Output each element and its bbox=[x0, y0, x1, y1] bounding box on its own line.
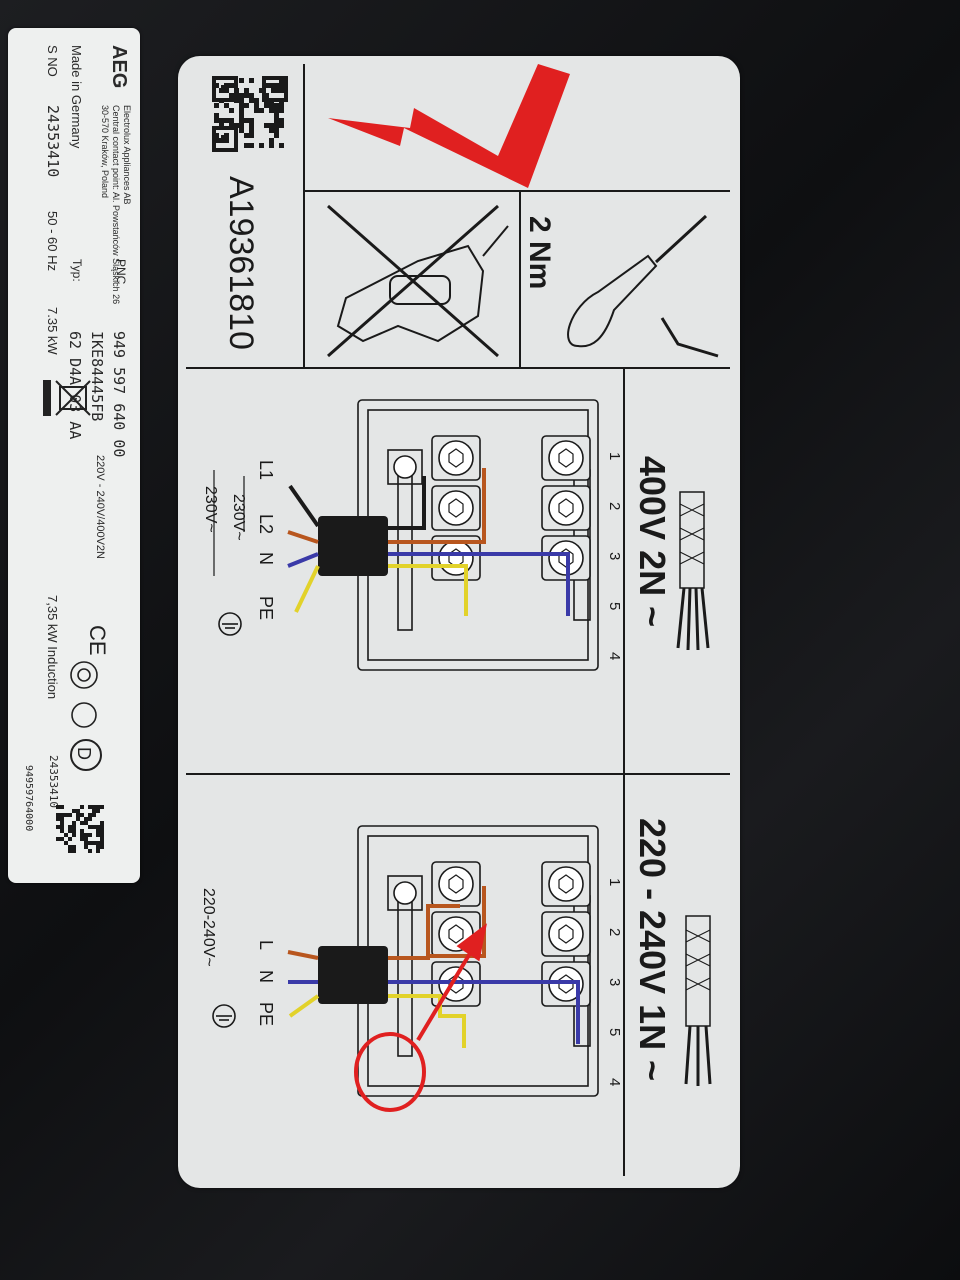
wire-label-l1: L1 bbox=[256, 460, 276, 480]
weee-bin-icon bbox=[43, 380, 91, 416]
wire-label-pe-220: PE bbox=[256, 1002, 276, 1026]
voltage-230v: 230V~ bbox=[230, 494, 247, 541]
torque-value: 2 Nm bbox=[523, 216, 556, 289]
cable-icon-400v bbox=[676, 491, 710, 651]
terminal-block-400v: 1 2 3 5 4 bbox=[357, 399, 623, 671]
terminal-number: 2 bbox=[606, 928, 623, 936]
terminal-number: 4 bbox=[606, 1078, 623, 1086]
terminal-number: 3 bbox=[606, 552, 623, 560]
wire-label-l2: L2 bbox=[256, 514, 276, 534]
terminal-screw bbox=[541, 435, 591, 481]
wire-label-l: L bbox=[256, 940, 276, 950]
wire-label-n-220: N bbox=[256, 970, 276, 983]
installation-label: A19361810 2 Nm 400V 2N ~ bbox=[178, 56, 740, 1188]
red-annotation bbox=[354, 923, 487, 1112]
ul-mark-icon bbox=[71, 702, 97, 728]
terminal-number: 4 bbox=[606, 652, 623, 660]
no-power-drill-icon bbox=[327, 204, 509, 358]
lightning-bolt-icon bbox=[328, 64, 570, 188]
ground-symbol-220v bbox=[212, 1004, 236, 1028]
wiring-400v bbox=[287, 468, 570, 616]
svg-text:CE: CE bbox=[85, 625, 110, 656]
bracket-lines-400v bbox=[213, 470, 245, 576]
rating-plate-text: AEG Electrolux Appliances AB Central con… bbox=[14, 35, 134, 875]
terminal-screw bbox=[541, 911, 591, 957]
cable-icon-220v bbox=[684, 915, 712, 1086]
label-grid bbox=[186, 64, 730, 1176]
terminal-screw bbox=[541, 861, 591, 907]
voltage-230v-outer: 230V~ bbox=[202, 486, 219, 533]
terminal-number: 5 bbox=[606, 1028, 623, 1036]
wire-label-pe: PE bbox=[256, 596, 276, 620]
earth-screw bbox=[393, 455, 417, 479]
terminal-number: 5 bbox=[606, 602, 623, 610]
d-mark-icon: D bbox=[70, 739, 102, 771]
terminal-number: 1 bbox=[606, 878, 623, 886]
ground-symbol-400v bbox=[218, 612, 242, 636]
datamatrix-code bbox=[56, 805, 104, 853]
terminal-screw bbox=[431, 861, 481, 907]
terminal-number: 2 bbox=[606, 502, 623, 510]
terminal-number: 1 bbox=[606, 452, 623, 460]
terminal-block-220v: 1 2 3 5 4 bbox=[357, 825, 623, 1097]
wire-label-n: N bbox=[256, 552, 276, 565]
terminal-screw bbox=[431, 485, 481, 531]
terminal-screw bbox=[431, 435, 481, 481]
installation-diagram: A19361810 2 Nm 400V 2N ~ bbox=[186, 64, 730, 1176]
terminal-number: 3 bbox=[606, 978, 623, 986]
rating-plate: AEG Electrolux Appliances AB Central con… bbox=[8, 28, 140, 883]
panel-220v-title: 220 - 240V 1N ~ bbox=[632, 818, 673, 1081]
svg-text:D: D bbox=[74, 747, 94, 760]
voltage-220-240v: 220-240V~ bbox=[200, 888, 217, 967]
label-code: A19361810 bbox=[222, 176, 260, 350]
rating-plate-marks: CE D bbox=[43, 380, 110, 853]
panel-400v-title: 400V 2N ~ bbox=[632, 456, 673, 627]
screwdriver-icon bbox=[567, 214, 708, 348]
qr-code bbox=[212, 76, 288, 152]
terminal-screw bbox=[541, 485, 591, 531]
approval-hex-icon bbox=[70, 661, 98, 689]
earth-screw bbox=[393, 881, 417, 905]
ce-mark-icon: CE bbox=[85, 625, 110, 656]
checkmark-icon bbox=[660, 317, 719, 358]
